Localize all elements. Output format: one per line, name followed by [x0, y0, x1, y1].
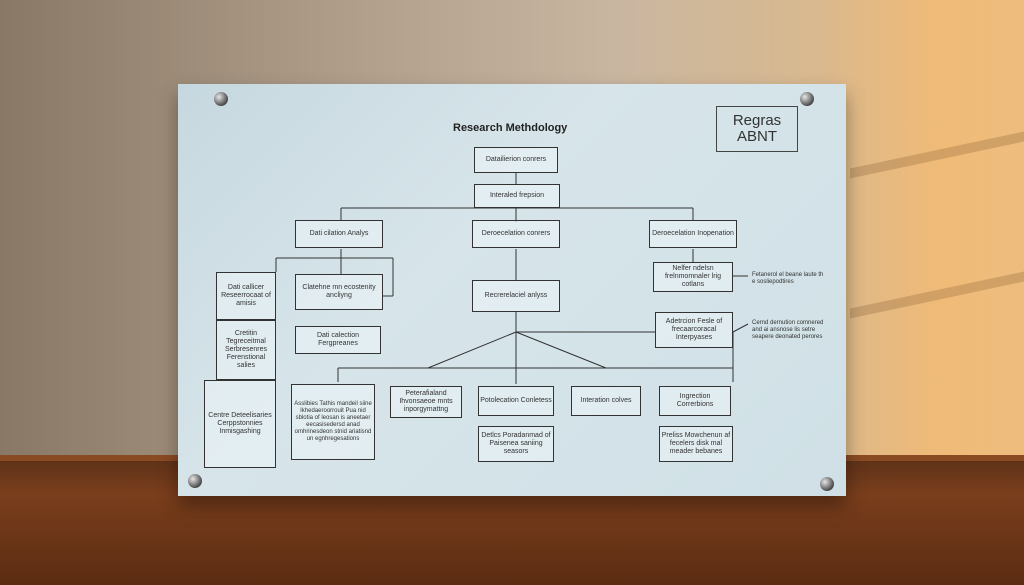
screw — [214, 92, 228, 106]
connector-lines — [275, 173, 749, 384]
box-bottom-3b: Detlcs Poradanmad of Paisenea saniing se… — [478, 426, 554, 462]
methodology-board: Research Methdology Regras ABNT Datailie… — [178, 84, 846, 496]
box-right-l2: Deroecelation Inopenation — [649, 220, 737, 248]
note-right-mid: Cernd dernution comnered and ai ansnose … — [752, 320, 824, 341]
box-bottom-3: Potolecation Conletess — [478, 386, 554, 416]
box-bottom-2: Peterafialand Ihvonsaeoe mnts inporgymat… — [390, 386, 462, 418]
screw — [820, 477, 834, 491]
screw — [188, 474, 202, 488]
box-mid-l3: Recrerelaciel anlyss — [472, 280, 560, 312]
note-right-top: Fetanerol el beane laute th e sosliepodt… — [752, 272, 824, 286]
box-left-col-c: Centre Deteelisaries Cerppstonnies Inmis… — [204, 380, 276, 468]
stamp-line-1: Regras — [732, 111, 782, 129]
box-bottom-4: Interation colves — [571, 386, 641, 416]
board-title: Research Methdology — [453, 122, 568, 134]
box-right-l3: Nelfer ndelsn frelnmomnaler lrig cotlans — [653, 262, 733, 292]
box-right-mid: Adetrcion Fesle of frecaarcoracal Interp… — [655, 312, 733, 348]
box-mid-l2: Deroecelation conrers — [472, 220, 560, 248]
sunlight-glow — [820, 0, 1024, 470]
abnt-stamp: Regras ABNT — [716, 106, 798, 152]
box-center-main: Interaled frepsion — [474, 184, 560, 208]
box-bottom-5: Ingrection Correrbions — [659, 386, 731, 416]
screw — [800, 92, 814, 106]
box-left-col-a: Dati callicer Reseerrocaat of amisis — [216, 272, 276, 320]
box-data-collection: Dati calection Fergpreanes — [295, 326, 381, 354]
box-left-l3: Clatehne mn ecostenity ancliyng — [295, 274, 383, 310]
box-left-l2: Dati cilation Analys — [295, 220, 383, 248]
box-top: Datailierion conrers — [474, 147, 558, 173]
box-bottom-1: Asslibies Tathis mandeil siine Ikhedaero… — [291, 384, 375, 460]
box-left-col-b: Cretitin Tegreceitmal Serbresenres Feren… — [216, 320, 276, 380]
stamp-line-2: ABNT — [736, 128, 777, 145]
box-bottom-5b: Preliss Mowchenun af fecelers disk mal m… — [659, 426, 733, 462]
